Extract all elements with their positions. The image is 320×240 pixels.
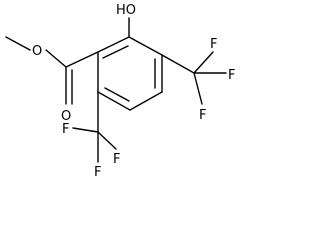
bond-cf3-top-f3	[193, 72, 203, 105]
bond-ring-5	[97, 91, 131, 111]
atom-label-cf3-top-f3: F	[199, 108, 206, 123]
atom-label-cf3-top-f2: F	[228, 68, 235, 83]
bond-ring-4	[129, 91, 163, 111]
bond-ring-cf3-top	[161, 54, 195, 74]
bond-cf3-top-f1	[193, 51, 214, 74]
bond-ring-5-inner	[104, 87, 130, 102]
bond-carbonyl-c-ring	[65, 51, 99, 68]
bond-ring-1-inner	[102, 45, 129, 59]
bond-ring-1	[97, 36, 130, 53]
atom-label-ester-oxygen: O	[32, 44, 42, 59]
bond-ring-2	[128, 36, 163, 56]
atom-label-cf3-bottom-f1: F	[62, 122, 69, 137]
atom-label-cf3-bottom-f2: F	[113, 152, 120, 167]
atom-label-carbonyl-oxygen: O	[61, 109, 71, 124]
atom-label-hydroxyl: HO	[116, 3, 136, 18]
bond-methyl-o	[5, 36, 31, 51]
atom-label-cf3-bottom-f3: F	[94, 165, 101, 180]
atom-label-cf3-top-f1: F	[210, 37, 217, 52]
bond-cf3-bottom-f1	[72, 127, 99, 133]
bond-cf3-bottom-f2	[97, 131, 117, 150]
chemical-structure-drawing: HO O O F F F F F F	[5, 3, 235, 180]
bond-o-carbonyl-carbon	[45, 49, 67, 68]
